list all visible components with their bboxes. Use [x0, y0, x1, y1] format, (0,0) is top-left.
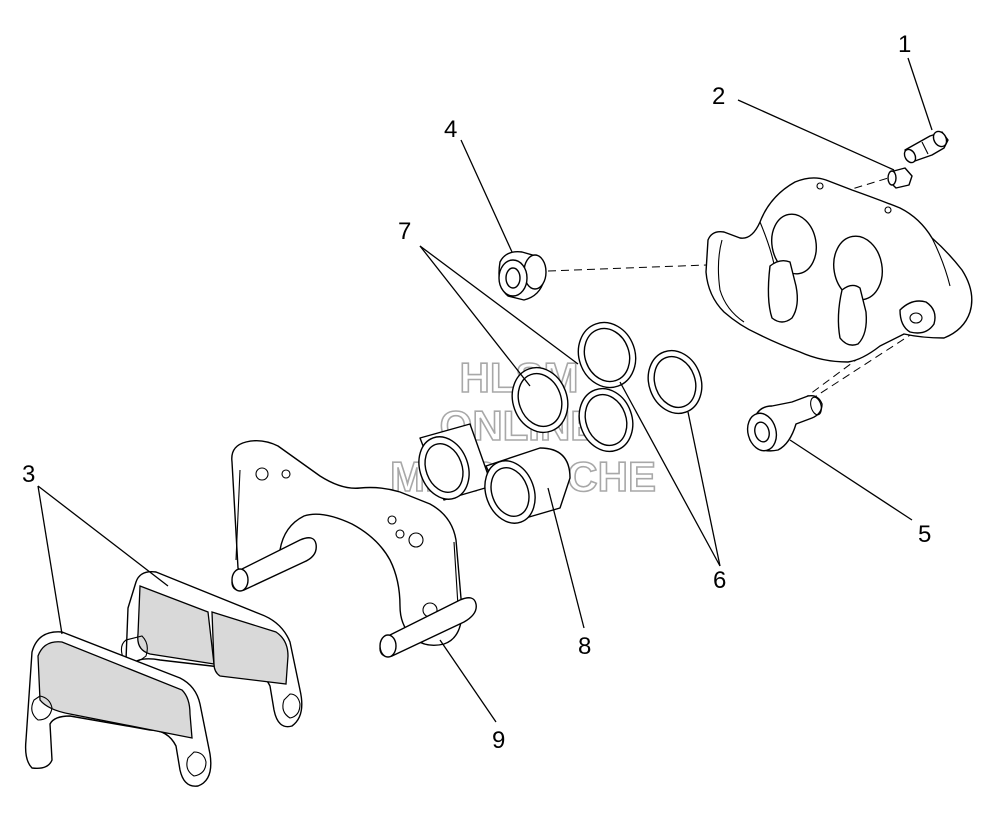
- bleeder-cap: [887, 167, 913, 189]
- brake-pads: [24, 571, 303, 787]
- piston-seals: [577, 321, 703, 415]
- leader-lines: [37, 57, 933, 723]
- callout-1: 1: [898, 31, 911, 58]
- callout-8: 8: [578, 633, 591, 660]
- bleeder-screw: [903, 130, 949, 164]
- callout-2: 2: [712, 83, 725, 110]
- bushing: [498, 251, 547, 301]
- guide-bolt: [746, 394, 823, 452]
- callout-7: 7: [398, 218, 411, 245]
- dust-seals: [511, 366, 634, 453]
- mounting-bracket: [231, 439, 477, 658]
- caliper-body: [705, 177, 973, 363]
- pistons: [418, 423, 571, 524]
- callout-6: 6: [713, 567, 726, 594]
- callout-9: 9: [492, 727, 505, 754]
- callout-5: 5: [918, 521, 931, 548]
- callout-3: 3: [22, 461, 35, 488]
- callout-4: 4: [444, 116, 457, 143]
- callouts: 1 2 3 4 5 6 7 8 9: [22, 31, 931, 754]
